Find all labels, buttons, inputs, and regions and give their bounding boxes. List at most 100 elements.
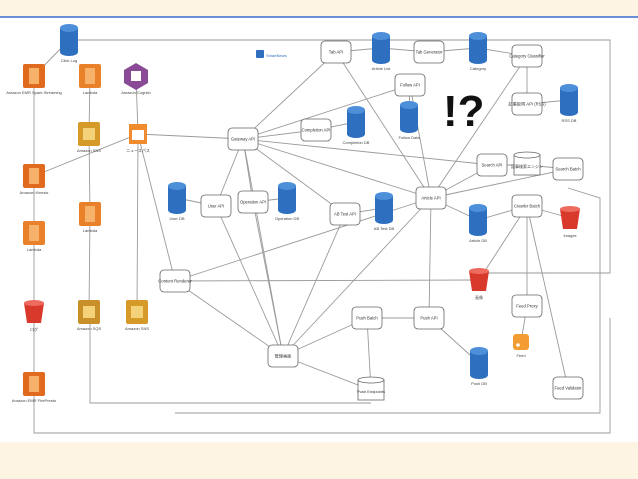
node-cognito: Amazon Cognito [121,63,152,95]
node-operation-api: Operation API [237,190,269,214]
edge-content_renderer-to-s3-mid [174,277,480,283]
route-connector-0 [69,39,611,274]
edge-gateway_api-to-follow-api [242,84,411,140]
node-push-db: Push DB [470,347,488,386]
node-content-renderer: Content Renderer [158,269,192,293]
node-label: Article DB [469,238,487,243]
edge-feed_validator-to-crawler-batch [525,205,569,389]
node-tab-gen: Tab Generator [413,40,445,64]
node-label: Article API [421,196,440,201]
node-s3-left: ログ [24,300,44,332]
node-label: Crawler Batch [514,204,541,209]
rss-feed-icon [513,334,529,350]
node-user-api: User API [200,194,232,218]
node-category-classifier: Category Classifier [509,44,545,68]
edge-admin-to-article-api [282,197,432,357]
node-push-api: Push API [413,306,445,330]
node-kinesis-mid: Amazon Kinesis [20,164,49,195]
rss-db-db-icon [560,88,578,112]
node-label: Lambda [83,90,98,95]
edge-queue-to-content-renderer [137,133,177,282]
node-article-db: Article DB [469,204,487,243]
node-label: Push Batch [356,316,378,321]
operation-db-db-icon [278,186,296,210]
edge-gateway_api-to-search-api [242,138,493,167]
edge-admin-to-content-renderer [174,280,284,357]
edge-admin-to-gateway-api [241,138,284,357]
node-label: Amazon SNS [125,326,149,331]
node-label: Push Endpoints [357,389,385,394]
node-rss-db: RSS DB [560,84,578,123]
node-kinesis-fh: Amazon EMR FirePresto [12,372,57,403]
smartnews-logo: SmartNews [256,50,287,58]
node-sns-top: Amazon SNS [77,122,101,153]
edge-push_api-to-article-api [428,197,434,319]
node-search-engine: 記事検索エンジン [511,151,543,176]
node-label: Completion DB [343,140,370,145]
edge-crawler_batch-to-s3-mid [478,205,528,281]
smartnews-logo-text: SmartNews [266,53,287,58]
node-label: Category Classifier [509,54,545,59]
node-label: ニュースパス [126,148,150,153]
annotation-exclaim-question: !? [443,87,485,136]
node-sns-bottom: Amazon SNS [125,300,149,331]
node-operation-db: Operation DB [275,182,300,221]
node-label: Search Batch [555,167,581,172]
node-lambda-top: Lambda [79,64,101,95]
node-images: Images [560,206,580,238]
node-label: Images [563,233,576,238]
edge-gateway_api-to-tab-api [242,51,337,140]
node-gateway-api: Gateway API [227,127,259,151]
node-completion-db: Completion DB [343,106,370,145]
node-completion-api: Completion API [300,118,332,142]
edge-tab_api-to-article-api [335,51,432,199]
node-label: Amazon SQS [77,326,102,331]
top-band [0,0,638,16]
node-tab-api: Tab API [320,40,352,64]
node-label: Amazon SNS [77,148,101,153]
follow-data-db-icon [400,105,418,129]
node-label: Gateway API [231,137,255,142]
category-db-icon [469,36,487,60]
node-feed-proxy: Feed Proxy [511,294,543,318]
edge-sns_top-to-lambda-mid [87,133,93,215]
edge-article_api-to-category-classifier [430,55,528,199]
node-search-batch: Search Batch [552,157,584,181]
node-label: Click Log [61,58,77,63]
node-feed-validator: Feed Validator [552,376,584,400]
node-label: Push DB [471,381,487,386]
route-connector-1 [89,318,371,404]
node-lambda-left: Lambda [23,221,45,252]
node-queue: ニュースパス [126,124,150,153]
s3-bucket-icon [560,209,580,229]
node-label: Operation DB [275,216,300,221]
node-label: 管理画面 [275,353,292,360]
node-crawler-batch: Crawler Batch [511,194,543,218]
node-label: Amazon Kinesis [20,190,49,195]
article-db-db-icon [469,208,487,232]
ab-test-db-db-icon [375,196,393,220]
node-label: Content Renderer [158,279,192,284]
node-category: Category [469,32,487,71]
node-label: RSS DB [562,118,577,123]
node-rss-api: 記事取得 API (RSS) [508,92,546,116]
node-label: Feed [516,353,525,358]
node-admin: 管理画面 [267,344,299,368]
s3-bucket-icon [24,303,44,323]
node-label: Feed Proxy [516,304,538,309]
node-search-api: Search API [476,153,508,177]
bottom-band [0,442,638,479]
node-label: Lambda [83,228,98,233]
node-push-batch: Push Batch [351,306,383,330]
edge-queue-to-gateway-api [137,133,244,142]
route-connector-2 [175,187,601,414]
node-label: Article List [372,66,391,71]
node-user-db: User DB [168,182,186,221]
edge-admin-to-ab-test-api [282,213,346,357]
node-label: Search API [482,163,503,168]
node-label: User DB [169,216,184,221]
article-list-db-icon [372,36,390,60]
